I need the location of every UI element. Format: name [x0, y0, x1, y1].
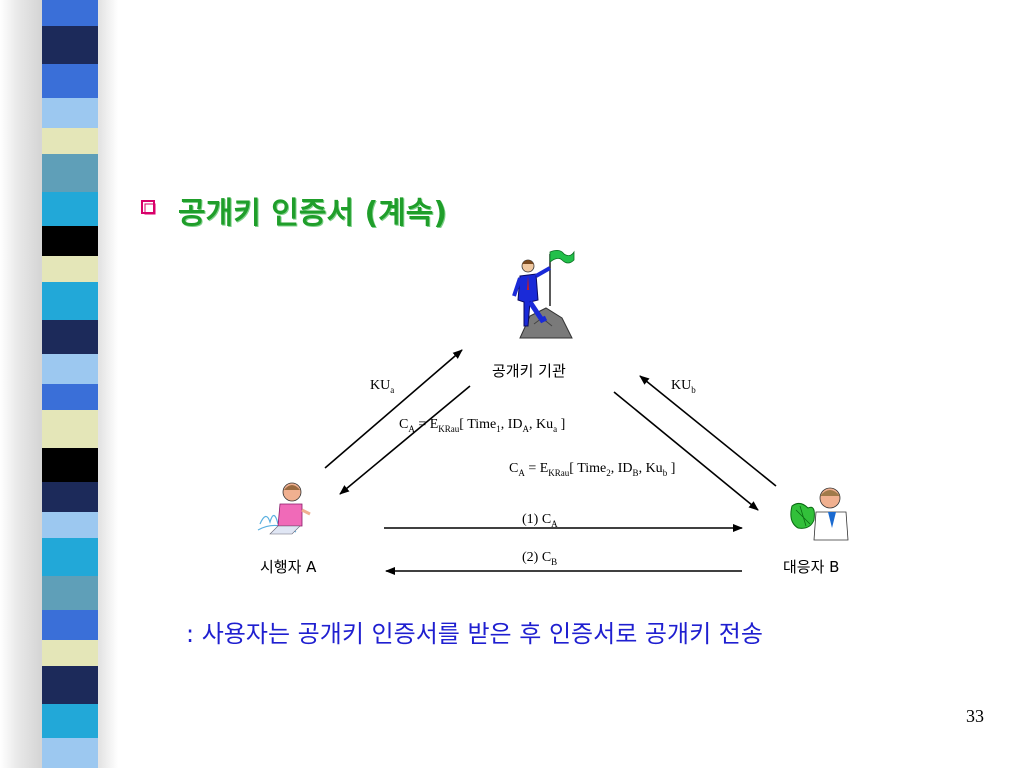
decorative-stripe-column — [42, 0, 98, 768]
cert-a-formula: CA = EKRau[ Time1, IDA, Kua ] — [399, 417, 566, 434]
arrow-ca-to-b — [613, 391, 759, 511]
slide-caption: : 사용자는 공개키 인증서를 받은 후 인증서로 공개키 전송 — [186, 620, 763, 648]
person-a-icon — [257, 482, 311, 535]
stripe-segment — [42, 512, 98, 538]
stripe-segment — [42, 154, 98, 192]
stripe-segment — [42, 64, 98, 98]
stripe-segment — [42, 354, 98, 384]
stripe-segment — [42, 0, 98, 26]
ca-person-flag-icon — [512, 250, 575, 339]
stripe-segment — [42, 640, 98, 666]
stripe-segment — [42, 482, 98, 512]
stripe-segment — [42, 320, 98, 354]
stripe-segment — [42, 282, 98, 320]
stripe-segment — [42, 666, 98, 704]
stripe-segment — [42, 538, 98, 576]
stripe-segment — [42, 26, 98, 64]
user-a-label: 시행자 A — [260, 558, 317, 576]
cert-b-formula: CA = EKRau[ Time2, IDB, Kub ] — [509, 461, 676, 478]
page-number: 33 — [966, 706, 984, 726]
arrow-ca-to-a — [339, 385, 471, 495]
stripe-segment — [42, 128, 98, 154]
stripe-segment — [42, 610, 98, 640]
person-b-icon — [790, 487, 849, 541]
user-b-label: 대응자 B — [783, 558, 840, 576]
stripe-segment — [42, 256, 98, 282]
ku-b-label: KUb — [671, 378, 696, 395]
stripe-segment — [42, 704, 98, 738]
stripe-segment — [42, 98, 98, 128]
stripe-segment — [42, 448, 98, 482]
authority-label: 공개키 기관 — [492, 362, 566, 380]
arrow-a-to-ca — [324, 349, 463, 469]
msg2-label: (2) CB — [522, 550, 558, 567]
stripe-segment — [42, 738, 98, 768]
stripe-segment — [42, 226, 98, 256]
stripe-segment — [42, 576, 98, 610]
arrow-b-to-ca — [639, 375, 777, 487]
stripe-segment — [42, 384, 98, 410]
bullet-square-icon — [141, 200, 156, 215]
stripe-segment — [42, 410, 98, 448]
slide-title: 공개키 인증서 (계속) — [178, 196, 448, 231]
msg1-label: (1) CA — [522, 512, 558, 529]
stripe-segment — [42, 192, 98, 226]
ku-a-label: KUa — [370, 378, 395, 395]
